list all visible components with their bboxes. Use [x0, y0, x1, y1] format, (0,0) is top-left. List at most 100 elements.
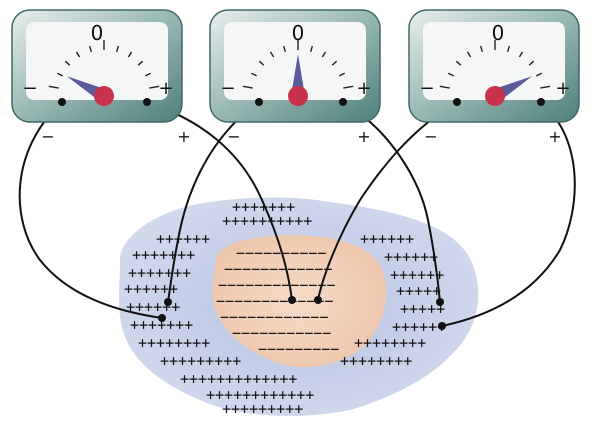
dial-ticks — [242, 40, 354, 89]
dial-tick — [56, 72, 63, 77]
contact-points — [158, 296, 446, 330]
dial-zero-label: 0 — [292, 21, 305, 45]
terminal-plus — [537, 98, 545, 106]
dial-tick — [75, 51, 81, 58]
negative-charge-row: −−−−−−−−−−−− — [220, 308, 328, 326]
dial-tick — [455, 60, 462, 66]
positive-charge-row: ++++++ — [124, 280, 178, 298]
dial-plus-label: + — [356, 78, 371, 99]
terminal-plus — [143, 98, 151, 106]
negative-charge-row: −−−−−−−−− — [258, 340, 339, 358]
dial-tick — [127, 51, 133, 58]
contact-point — [314, 296, 322, 304]
positive-charge-row: ++++++++ — [138, 334, 210, 352]
dial-ticks — [439, 40, 551, 89]
terminal-plus-label: + — [177, 127, 190, 146]
terminal-minus-label: − — [227, 127, 240, 146]
dial-tick — [145, 72, 152, 77]
dial-tick — [343, 85, 354, 89]
dial-tick — [339, 72, 346, 77]
positive-charge-row: ++++++++++++ — [206, 386, 314, 404]
dial-tick — [466, 51, 472, 58]
terminal-minus — [58, 98, 66, 106]
dial-minus-label: − — [22, 78, 37, 99]
dial-tick — [149, 85, 160, 89]
positive-charge-row: ++++++ — [392, 318, 446, 336]
positive-charge-row: +++++++ — [132, 246, 195, 264]
wire-meter2-minus — [167, 101, 260, 303]
dial-plus-label: + — [158, 78, 173, 99]
positive-charge-row: +++++++ — [130, 316, 193, 334]
dial-tick — [540, 85, 551, 89]
dial-tick — [116, 45, 120, 52]
terminal-minus — [255, 98, 263, 106]
inner-region — [212, 235, 387, 368]
terminal-minus — [453, 98, 461, 106]
dial-tick — [439, 85, 450, 89]
charge-marks: ++++++++++++++++++++++++++++++++++++++++… — [124, 198, 446, 418]
positive-charge-row: ++++++++ — [354, 334, 426, 352]
negative-charge-row: −−−−−−−−−−−−− — [218, 276, 335, 294]
contact-point — [288, 296, 296, 304]
positive-charge-row: ++++++++ — [340, 352, 412, 370]
dial-tick — [528, 60, 535, 66]
dial-tick — [242, 85, 253, 89]
positive-charge-row: ++++++ — [390, 266, 444, 284]
meter-pivot — [485, 86, 505, 106]
wire-meter1-plus — [146, 101, 293, 301]
contact-point — [164, 298, 172, 306]
dial-tick — [479, 45, 483, 52]
dial-tick — [269, 51, 275, 58]
dial-tick — [507, 45, 511, 52]
positive-charge-row: ++++++++++ — [222, 212, 312, 230]
dial-tick — [321, 51, 327, 58]
positive-charge-row: +++++++++ — [160, 352, 241, 370]
wires — [18, 101, 576, 327]
wire-meter2-plus — [342, 101, 441, 303]
dial-plus-label: + — [555, 78, 570, 99]
wire-meter3-minus — [317, 101, 458, 301]
terminal-plus — [339, 98, 347, 106]
wire-meter1-minus — [18, 101, 163, 319]
contact-point — [436, 298, 444, 306]
electrometer-right: 0 − + − + — [408, 9, 580, 146]
meter-needle — [291, 54, 305, 96]
contact-point — [158, 314, 166, 322]
dial-tick — [250, 72, 257, 77]
contact-point — [438, 322, 446, 330]
dial-tick — [536, 72, 543, 77]
meter-pivot — [288, 86, 308, 106]
dial-zero-label: 0 — [91, 21, 104, 45]
dial-minus-label: − — [419, 78, 434, 99]
negative-charge-row: −−−−−−−−−−−− — [224, 260, 332, 278]
positive-charge-row: +++++++++++++ — [180, 370, 297, 388]
positive-charge-row: +++++ — [400, 300, 445, 318]
dial-zero-label: 0 — [492, 21, 505, 45]
terminal-plus-label: + — [357, 127, 370, 146]
positive-charge-row: ++++++ — [156, 230, 210, 248]
dial-tick — [48, 85, 59, 89]
dial-tick — [310, 45, 314, 52]
electrometer-left: 0 − + − + — [11, 9, 191, 146]
wire-meter3-plus — [441, 101, 576, 327]
dial-tick — [518, 51, 524, 58]
meter-window — [26, 22, 168, 100]
dial-tick — [88, 45, 92, 52]
terminal-minus-label: − — [41, 127, 54, 146]
negative-charge-row: −−−−−−−−−−−−− — [216, 292, 333, 310]
positive-charge-row: +++++++++ — [222, 400, 303, 418]
meter-window — [224, 22, 366, 100]
dial-tick — [282, 45, 286, 52]
positive-charge-row: +++++ — [396, 282, 441, 300]
dial-tick — [137, 60, 144, 66]
needle-pointer — [291, 54, 305, 96]
positive-charge-row: +++++++ — [128, 264, 191, 282]
dial-minus-label: − — [220, 78, 235, 99]
dial-tick — [447, 72, 454, 77]
charged-body: ++++++++++++++++++++++++++++++++++++++++… — [119, 197, 479, 418]
positive-charge-row: ++++++ — [360, 230, 414, 248]
positive-charge-row: ++++++ — [384, 248, 438, 266]
terminal-minus-label: − — [424, 127, 437, 146]
terminal-plus-label: + — [548, 127, 561, 146]
